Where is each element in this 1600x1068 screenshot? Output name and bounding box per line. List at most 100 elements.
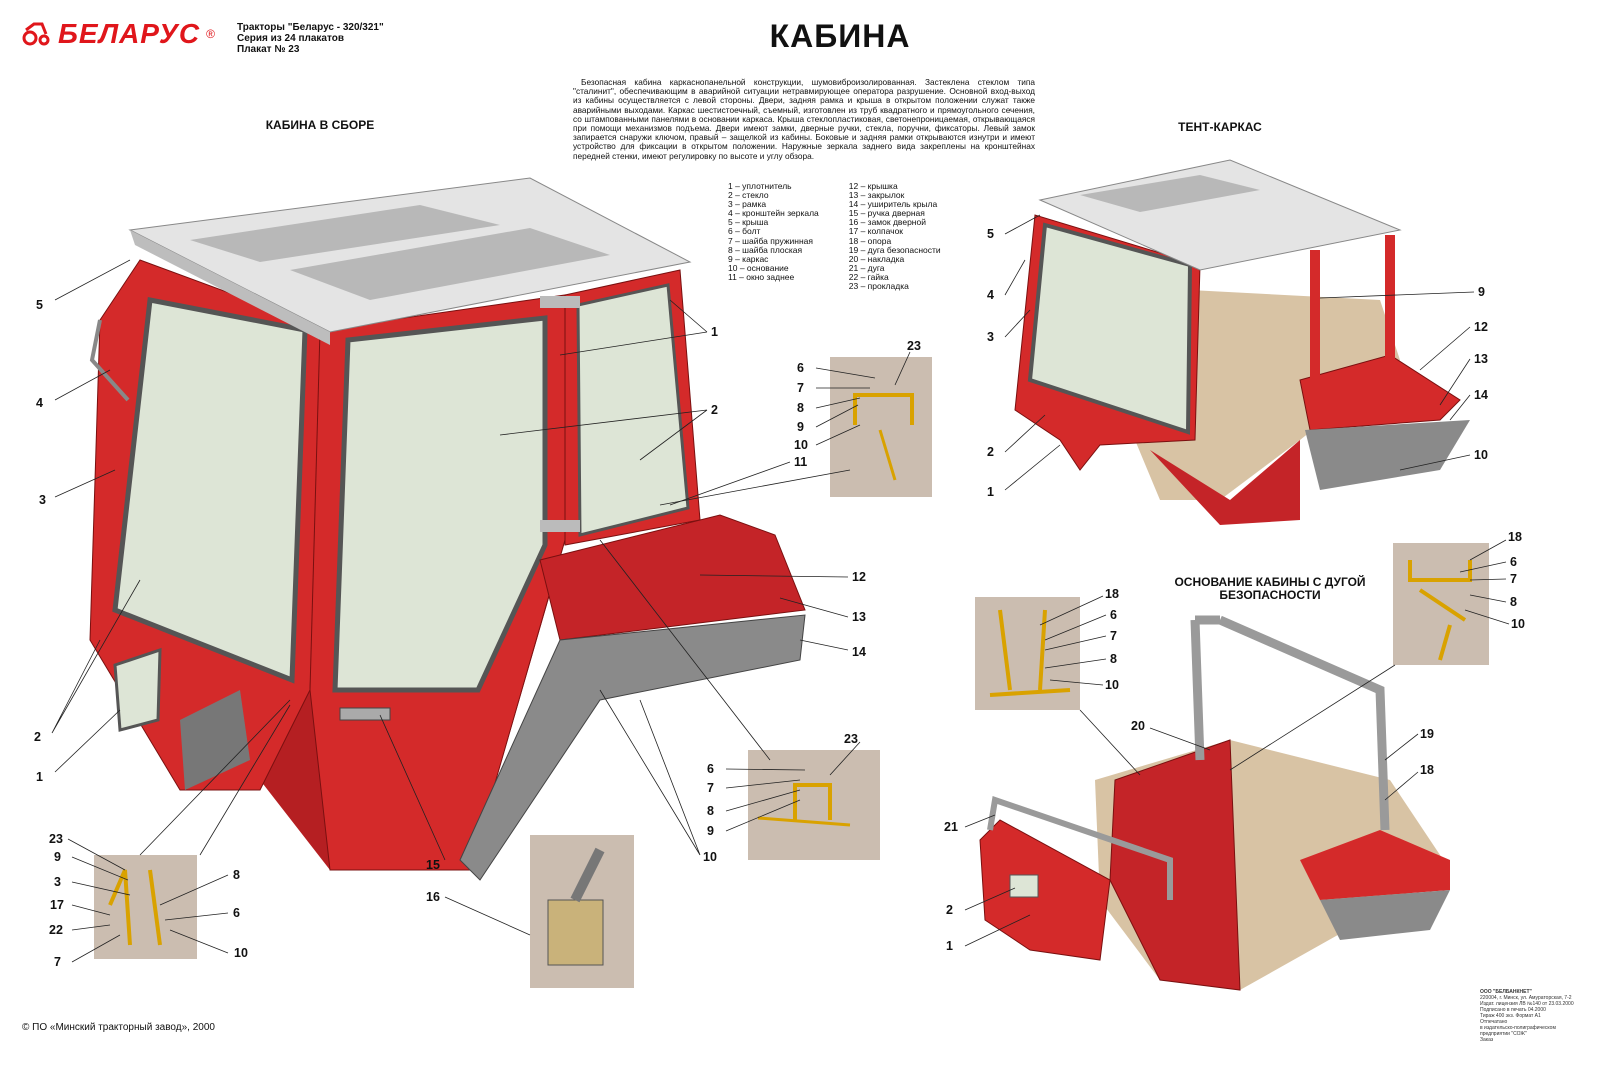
callout-number: 7 [1510,572,1517,586]
callout-number: 2 [987,445,994,459]
callout-number: 23 [907,339,921,353]
callout-number: 10 [1511,617,1525,631]
callout-number: 10 [1105,678,1119,692]
callout-number: 6 [1110,608,1117,622]
callout-number: 8 [233,868,240,882]
legend-item: 2 – стекло [728,190,769,201]
legend-item: 17 – колпачок [848,226,904,237]
callout-number: 9 [54,850,61,864]
callout-number: 6 [797,361,804,375]
description: Безопасная кабина каркаснопанельной конс… [573,77,1035,161]
callout-number: 19 [1420,727,1434,741]
callout-number: 7 [1110,629,1117,643]
inset-boxes [94,357,1489,988]
callout-number: 13 [1474,352,1488,366]
callout-number: 3 [39,493,46,507]
callout-number: 6 [233,906,240,920]
legend-item: 5 – крыша [728,217,769,228]
callout-number: 3 [987,330,994,344]
callout-number: 8 [707,804,714,818]
callout-number: 1 [987,485,994,499]
brand-name: БЕЛАРУС [58,18,201,49]
callout-number: 12 [852,570,866,584]
poster-title: КАБИНА [769,18,911,54]
legend-item: 6 – болт [728,226,761,237]
legend-item: 10 – основание [728,262,789,273]
callout-number: 18 [1105,587,1119,601]
series-line: Серия из 24 плакатов [237,33,344,44]
legend-item: 8 – шайба плоская [728,244,803,255]
legend-item: 14 – уширитель крыла [848,199,938,210]
callout-number: 9 [797,420,804,434]
legend-item: 11 – окно заднее [728,271,795,282]
callout-number: 8 [1510,595,1517,609]
imprint-line: Подписано в печать 04.2000 [1480,1007,1546,1013]
callout-number: 16 [426,890,440,904]
callout-number: 2 [946,903,953,917]
callout-number: 14 [852,645,866,659]
callout-number: 20 [1131,719,1145,733]
legend-item: 9 – каркас [728,253,769,264]
assembled-cab-drawing [89,177,806,881]
imprint-line: Тираж 400 экз. Формат А1 [1480,1013,1541,1019]
callout-number: 17 [50,898,64,912]
series-line: Тракторы "Беларус - 320/321" [237,22,384,33]
imprint-line: Издат. лицензия ЛВ №140 от 23.03.2000 [1480,1001,1574,1007]
imprint-line: в издательско-полиграфическом [1480,1025,1556,1031]
legend-item: 12 – крышка [848,181,898,191]
callout-number: 6 [1510,555,1517,569]
callout-number: 9 [1478,285,1485,299]
callout-number: 23 [49,832,63,846]
callout-number: 3 [54,875,61,889]
callout-number: 1 [36,770,43,784]
callout-number: 13 [852,610,866,624]
series-info: Тракторы "Беларус - 320/321" Серия из 24… [237,22,384,55]
callout-number: 18 [1420,763,1434,777]
legend-item: 7 – шайба пружинная [728,235,813,246]
callout-number: 1 [946,939,953,953]
legend-item: 19 – дуга безопасности [848,244,941,255]
leader-lines [51,214,1510,963]
legend-item: 20 – накладка [848,253,905,264]
series-line: Плакат № 23 [237,44,300,55]
callout-number: 8 [797,401,804,415]
legend-item: 21 – дуга [848,262,885,273]
brand-logo: БЕЛАРУС ® [22,18,215,50]
callout-number: 7 [797,381,804,395]
tent-frame-drawing [1014,159,1470,525]
legend-item: 23 – прокладка [848,281,909,292]
callout-number: 6 [707,762,714,776]
callout-labels: 5432112111213141516106789102323678923931… [34,227,1525,969]
callout-number: 21 [944,820,958,834]
section-title-base: ОСНОВАНИЕ КАБИНЫ С ДУГОЙ БЕЗОПАСНОСТИ [1174,575,1366,602]
legend-item: 3 – рамка [728,199,767,210]
callout-number: 4 [36,396,43,410]
callout-number: 9 [707,824,714,838]
callout-number: 14 [1474,388,1488,402]
legend-item: 13 – закрылок [848,190,905,201]
imprint-line: 220004, г. Минск, ул. Амураторская, 7-2 [1480,995,1572,1001]
callout-number: 1 [711,325,718,339]
callout-number: 4 [987,288,994,302]
imprint-line: предприятии "СОЖ" [1480,1031,1527,1037]
callout-number: 5 [36,298,43,312]
callout-number: 10 [794,438,808,452]
legend-item: 15 – ручка дверная [848,208,925,219]
legend-item: 4 – кронштейн зеркала [728,208,819,219]
legend-item: 16 – замок дверной [848,217,926,228]
callout-number: 10 [234,946,248,960]
callout-number: 10 [703,850,717,864]
registered-mark: ® [206,27,215,41]
callout-number: 7 [54,955,61,969]
callout-number: 15 [426,858,440,872]
legend-item: 1 – уплотнитель [728,181,792,191]
callout-number: 2 [34,730,41,744]
callout-number: 22 [49,923,63,937]
tractor-icon [22,22,50,46]
callout-number: 10 [1474,448,1488,462]
callout-number: 23 [844,732,858,746]
